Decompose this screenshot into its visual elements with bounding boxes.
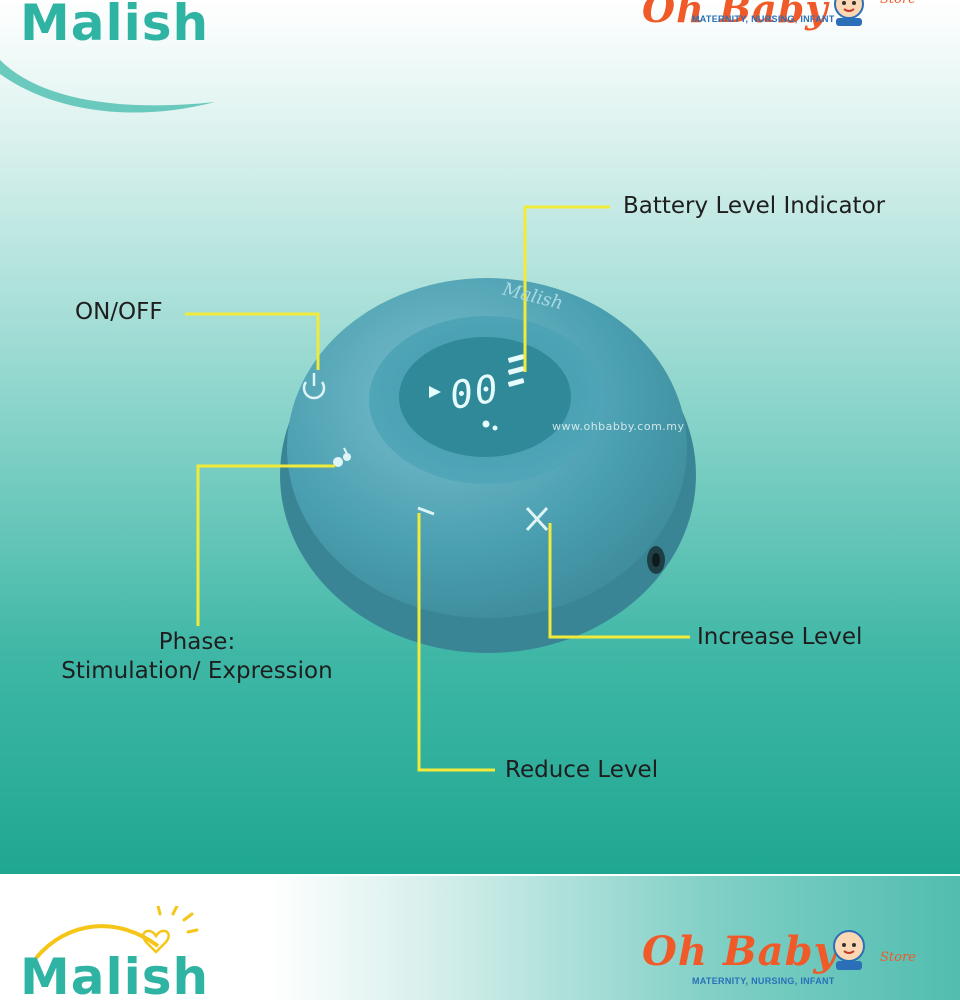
ohbaby-store-label: Store bbox=[880, 0, 916, 7]
ohbaby-logo: Oh Baby Store MATERNITY, NURSING, INFANT bbox=[642, 0, 942, 46]
increase-leader bbox=[548, 523, 690, 639]
power-icon[interactable] bbox=[302, 373, 326, 400]
phase-label-modes: Stimulation/ Expression bbox=[61, 657, 333, 684]
on-off-label: ON/OFF bbox=[75, 299, 163, 325]
display-digits: 00 bbox=[446, 366, 504, 418]
baby-face-icon-footer bbox=[833, 930, 865, 970]
battery-leader bbox=[523, 205, 610, 372]
reduce-leader bbox=[417, 513, 495, 772]
reduce-level-label: Reduce Level bbox=[505, 757, 659, 783]
ohbaby-wordmark: Oh Baby bbox=[642, 0, 829, 31]
ohbaby-logo-footer: Oh Baby Store MATERNITY, NURSING, INFANT bbox=[642, 928, 942, 998]
brand-footer: Malish Oh Baby Store MATERNITY, NURSING,… bbox=[0, 874, 960, 1000]
ohbaby-store-label-footer: Store bbox=[880, 950, 916, 965]
ohbaby-tagline-footer: MATERNITY, NURSING, INFANT bbox=[692, 976, 835, 986]
play-indicator-icon bbox=[429, 386, 441, 398]
website-watermark: www.ohbabby.com.my bbox=[552, 420, 685, 433]
phase-leader bbox=[196, 464, 335, 626]
phase-label-title: Phase: bbox=[158, 629, 236, 655]
ohbaby-tagline: MATERNITY, NURSING, INFANT bbox=[692, 14, 835, 24]
display-disc bbox=[399, 337, 571, 457]
plus-icon[interactable] bbox=[525, 506, 549, 532]
phase-droplet-icon[interactable] bbox=[333, 447, 351, 467]
ohbaby-wordmark-footer: Oh Baby bbox=[642, 928, 838, 975]
increase-level-label: Increase Level bbox=[697, 624, 863, 650]
swoosh-decoration bbox=[0, 60, 215, 113]
sun-heart-icon bbox=[34, 906, 199, 960]
malish-logo-footer: Malish bbox=[20, 948, 210, 1000]
baby-face-icon bbox=[834, 0, 864, 26]
leader-lines bbox=[185, 205, 690, 772]
power-leader bbox=[185, 312, 320, 370]
minus-icon[interactable] bbox=[417, 506, 435, 516]
display-droplet-icon bbox=[482, 420, 498, 431]
malish-logo: Malish bbox=[20, 0, 210, 52]
breast-pump-controller bbox=[185, 205, 696, 772]
feature-panel: Malish Oh Baby Store MATERNITY, NURSING,… bbox=[0, 0, 960, 874]
battery-bars-icon bbox=[507, 354, 525, 387]
battery-level-label: Battery Level Indicator bbox=[623, 193, 886, 219]
phase-label: Phase: Stimulation/ Expression bbox=[40, 628, 354, 686]
